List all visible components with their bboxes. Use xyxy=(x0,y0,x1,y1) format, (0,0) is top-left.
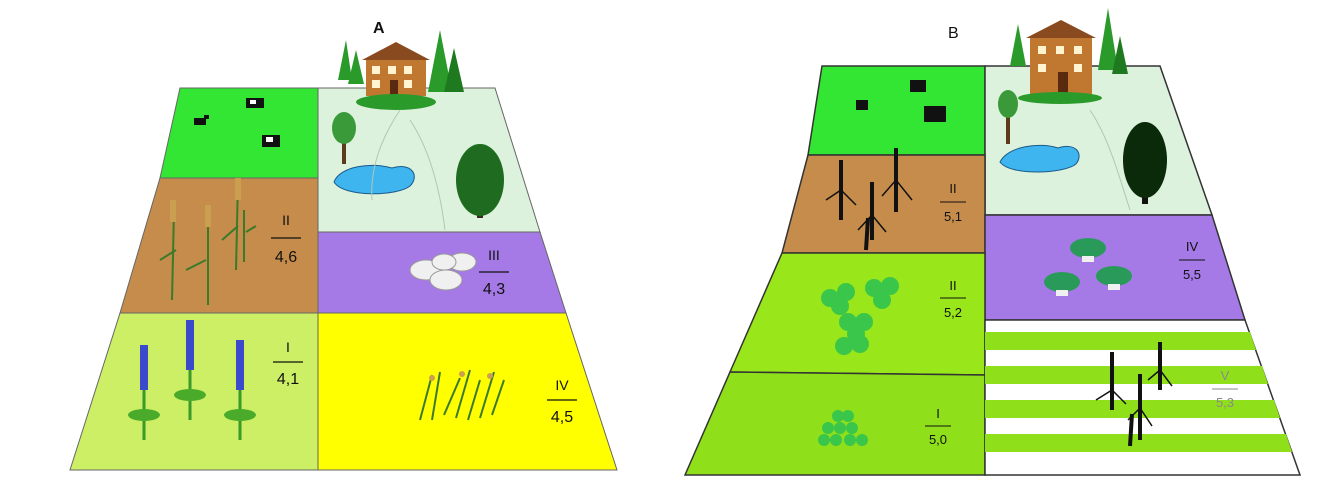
cow-icon xyxy=(246,98,264,108)
field-b-farmyard xyxy=(985,66,1212,215)
field-value: 5,0 xyxy=(929,432,947,447)
field-b-pasture xyxy=(808,66,985,155)
field-value: 4,5 xyxy=(551,409,573,426)
field-b-grass xyxy=(685,372,985,475)
panel-b: B xyxy=(685,8,1300,475)
field-value: 5,2 xyxy=(944,305,962,320)
panel-b-label: B xyxy=(948,25,959,42)
roman-numeral: II xyxy=(949,181,956,196)
cow-icon xyxy=(910,80,926,92)
field-a-pasture xyxy=(160,88,318,178)
cow-icon xyxy=(856,100,868,110)
field-value: 5,5 xyxy=(1183,267,1201,282)
field-a-yellow xyxy=(318,313,617,470)
roman-numeral: I xyxy=(936,406,940,421)
field-b-striped xyxy=(985,320,1300,475)
field-value: 5,1 xyxy=(944,209,962,224)
field-a-wheat xyxy=(120,178,318,313)
cow-icon xyxy=(262,135,280,147)
roman-numeral: IV xyxy=(555,377,569,393)
roman-numeral: II xyxy=(282,212,290,228)
roman-numeral: II xyxy=(949,278,956,293)
panel-a: A xyxy=(70,20,617,470)
field-value: 4,1 xyxy=(277,371,299,388)
field-value: 4,3 xyxy=(483,281,505,298)
roman-numeral: V xyxy=(1221,368,1230,383)
panel-a-label: A xyxy=(373,20,385,37)
field-value: 5,3 xyxy=(1216,395,1234,410)
roman-numeral: IV xyxy=(1186,239,1199,254)
roman-numeral: I xyxy=(286,339,290,355)
roman-numeral: III xyxy=(488,247,500,263)
field-b-wheat xyxy=(782,155,985,253)
cow-icon xyxy=(924,106,946,122)
field-value: 4,6 xyxy=(275,249,297,266)
